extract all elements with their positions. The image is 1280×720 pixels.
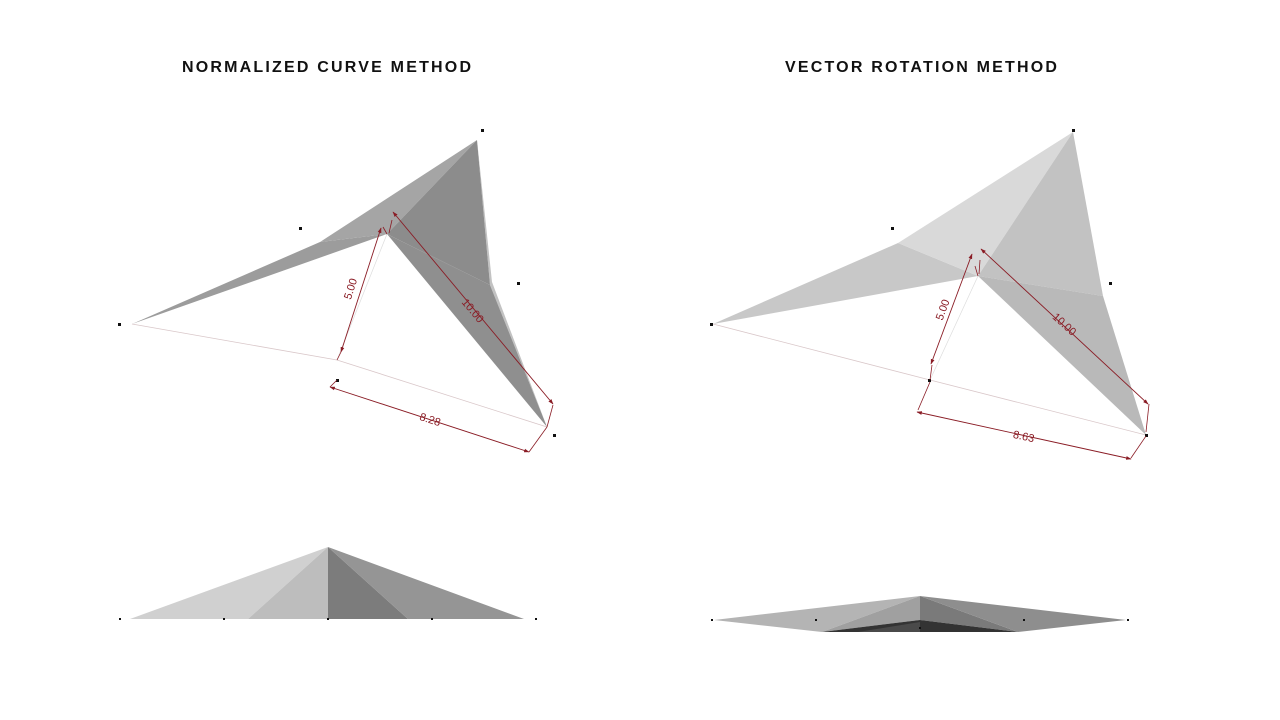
elevation-point bbox=[1023, 619, 1025, 621]
dimension-base-label: 8.28 bbox=[418, 411, 442, 429]
control-point bbox=[553, 434, 556, 437]
control-point bbox=[118, 323, 121, 326]
control-point bbox=[1145, 434, 1148, 437]
face-left-wing bbox=[713, 243, 978, 324]
dimension-base: 8.63 bbox=[916, 381, 1147, 460]
elevation-face-1 bbox=[714, 596, 920, 632]
elevation-point bbox=[1127, 619, 1129, 621]
face-upper-left bbox=[898, 132, 1073, 276]
elevation-face-1 bbox=[130, 547, 328, 619]
control-point bbox=[299, 227, 302, 230]
dimension-base: 8.28 bbox=[329, 379, 548, 453]
normalized-elevation-view bbox=[119, 547, 537, 620]
elevation-point bbox=[327, 618, 329, 620]
elevation-point bbox=[223, 618, 225, 620]
vector-elevation-view bbox=[711, 596, 1129, 632]
dimension-height-label: 5.00 bbox=[934, 298, 953, 322]
elevation-face-4 bbox=[920, 596, 1126, 632]
elevation-point bbox=[711, 619, 713, 621]
elevation-face-underside-light bbox=[858, 622, 920, 632]
elevation-point bbox=[919, 627, 921, 629]
face-upper-left bbox=[320, 140, 477, 242]
control-point bbox=[1072, 129, 1075, 132]
control-point bbox=[891, 227, 894, 230]
control-point bbox=[928, 379, 931, 382]
diagonal-guide bbox=[929, 275, 979, 381]
control-point bbox=[1109, 282, 1112, 285]
elevation-point bbox=[815, 619, 817, 621]
control-point bbox=[481, 129, 484, 132]
dimension-base-label: 8.63 bbox=[1012, 429, 1035, 445]
control-point bbox=[517, 282, 520, 285]
face-left-wing bbox=[132, 234, 387, 324]
control-point bbox=[336, 379, 339, 382]
normalized-curve-method-title: NORMALIZED CURVE METHOD bbox=[182, 59, 474, 76]
elevation-point bbox=[535, 618, 537, 620]
face-right-lower bbox=[978, 276, 1146, 435]
elevation-face-2 bbox=[248, 547, 328, 619]
elevation-point bbox=[119, 618, 121, 620]
elevation-face-4 bbox=[328, 547, 524, 619]
normalized-top-view: 5.00 10.00 8.28 bbox=[118, 129, 556, 453]
elevation-point bbox=[431, 618, 433, 620]
vector-rotation-method-title: VECTOR ROTATION METHOD bbox=[785, 59, 1060, 76]
vector-top-view: 5.00 10.00 8.63 bbox=[710, 129, 1150, 460]
dimension-height-label: 5.00 bbox=[342, 277, 360, 301]
control-point bbox=[710, 323, 713, 326]
